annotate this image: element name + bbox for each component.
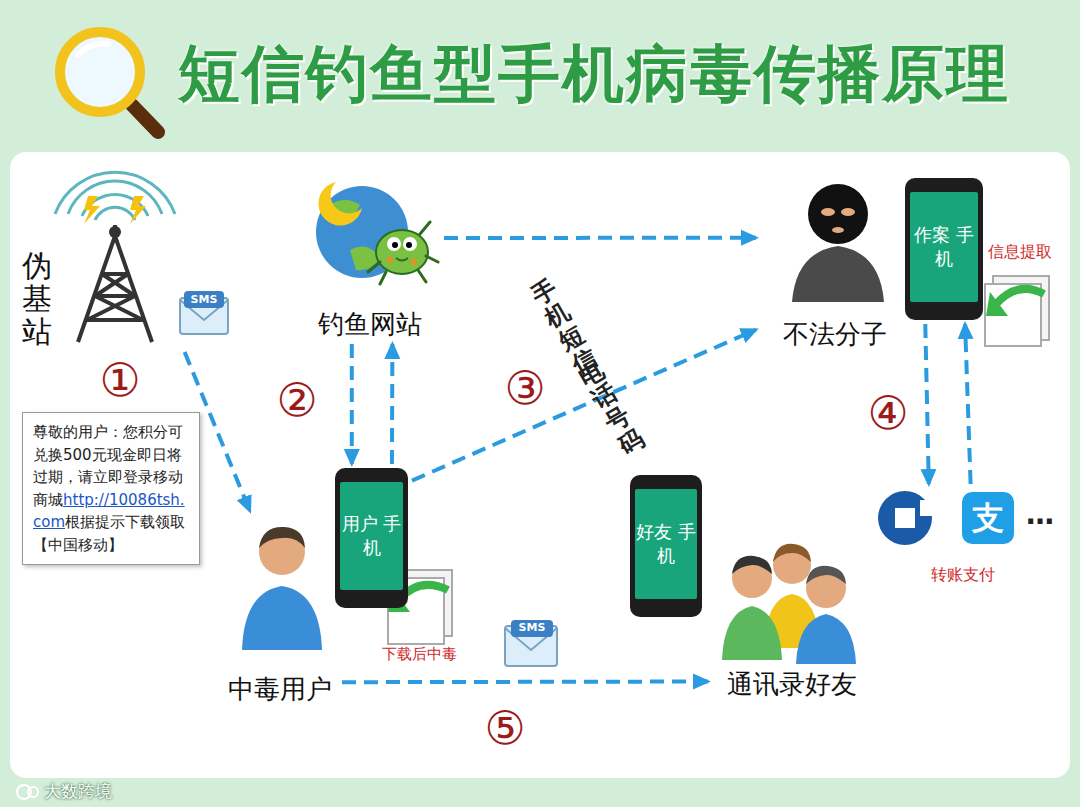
magnifier-icon: [78, 44, 108, 55]
friends-icon: [732, 556, 772, 574]
watermark: 大数跨境: [44, 782, 112, 802]
thief-icon: [841, 208, 855, 216]
thief-icon: [792, 246, 884, 302]
node-text: 钓鱼网站: [316, 309, 424, 340]
node-text: 作案 手机: [910, 192, 978, 302]
dashed-arrow: [965, 324, 971, 484]
globe-icon: [403, 237, 417, 251]
sms-envelope: [505, 620, 557, 666]
callout-number: ③: [504, 362, 545, 415]
tower-icon: [78, 225, 152, 342]
thief-icon: [808, 184, 868, 244]
phone-box: 作案 手机: [905, 178, 983, 320]
more-dots: …: [1026, 499, 1054, 531]
globe-icon: [318, 182, 362, 226]
criminal: 不法分子: [760, 180, 910, 350]
sms-tag: SMS: [519, 622, 546, 635]
globe-icon: [411, 259, 417, 265]
tower-icon: [68, 181, 162, 214]
user-person-icon: [242, 586, 322, 650]
user-person-icon: [242, 527, 322, 650]
magnifier-icon: [60, 32, 140, 112]
globe-icon: [376, 230, 428, 274]
tower-icon: [55, 172, 175, 220]
node-text: 用户 手机: [340, 482, 403, 590]
globe-icon: [387, 237, 401, 251]
node-text: 转账支付: [929, 565, 997, 584]
info-doc-icon: [996, 289, 1044, 304]
globe-icon: [368, 222, 438, 284]
friends-icon: [773, 544, 811, 562]
thief-icon: [792, 184, 884, 302]
node-text: 好友 手机: [635, 489, 697, 599]
node-text: 通讯录好友: [725, 669, 859, 700]
friends-icon: [806, 566, 846, 584]
bank-logos: [920, 500, 934, 516]
alipay-logo-text: 支: [972, 500, 1004, 537]
dashed-arrow: [444, 236, 756, 240]
tower-icon: [55, 172, 175, 214]
node-text: 中毒用户: [226, 674, 334, 705]
magnifier-icon: [132, 105, 158, 132]
sms-tag: SMS: [191, 294, 218, 307]
node-text: 不法分子: [781, 319, 889, 350]
sms-envelope: [180, 291, 228, 334]
diagram-title: 短信钓鱼型手机病毒传播原理: [178, 32, 1010, 116]
infected-user: 中毒用户: [222, 515, 338, 705]
bank-logos: [895, 508, 915, 528]
watermark-logo: [28, 787, 38, 797]
tower-icon: [55, 172, 175, 342]
globe-icon: [387, 257, 393, 263]
sms-note: 尊敬的用户：您积分可兑换500元现金即日将过期，请立即登录移动商城http://…: [22, 412, 200, 565]
tower-icon: [87, 274, 143, 320]
dashed-arrow: [342, 680, 708, 685]
globe-icon: [392, 242, 398, 248]
fake-base-station: 伪基站: [18, 178, 188, 348]
callout-number: ②: [276, 374, 317, 427]
tower-icon: [87, 274, 143, 320]
callout-number: ①: [99, 354, 140, 407]
thief-icon: [832, 227, 844, 233]
contacts-friends: 通讯录好友: [712, 515, 872, 700]
magnifier-icon: [60, 32, 158, 132]
node-text: 伪基站: [22, 249, 52, 348]
thief-icon: [821, 208, 835, 216]
tower-icon: [78, 236, 152, 342]
phishing-site: 钓鱼网站: [300, 178, 440, 340]
tower-icon: [84, 196, 100, 224]
callout-number: ⑤: [484, 702, 525, 755]
callout-number: ④: [867, 387, 908, 440]
globe-icon: [406, 242, 412, 248]
friends-icon: [722, 606, 782, 660]
globe-icon: [316, 182, 438, 284]
bank-logos: [878, 491, 1014, 545]
friends-icon: [796, 614, 856, 664]
sms-envelope: [184, 291, 224, 308]
phone-box: 好友 手机: [630, 475, 702, 617]
dashed-arrow: [350, 344, 354, 464]
watermark-logo: [17, 785, 38, 799]
globe-icon: [396, 258, 408, 261]
tower-icon: [109, 226, 121, 238]
phone-box: 用户 手机: [335, 468, 408, 608]
info-doc-icon: [985, 276, 1049, 346]
info-extract-label: 信息提取: [988, 243, 1052, 261]
info-doc-icon: [986, 292, 1008, 316]
friends-icon: [722, 544, 856, 664]
sms-envelope: [511, 620, 553, 637]
infected-note: 下载后中毒: [382, 646, 457, 663]
bank-logos: [962, 492, 1014, 544]
tower-icon: [95, 207, 135, 220]
tower-icon: [130, 196, 146, 224]
dashed-arrow: [390, 344, 394, 464]
bank-logos: [878, 491, 932, 545]
globe-icon: [368, 222, 438, 284]
user-person-icon: [259, 527, 305, 548]
dashed-arrow: [925, 324, 929, 484]
